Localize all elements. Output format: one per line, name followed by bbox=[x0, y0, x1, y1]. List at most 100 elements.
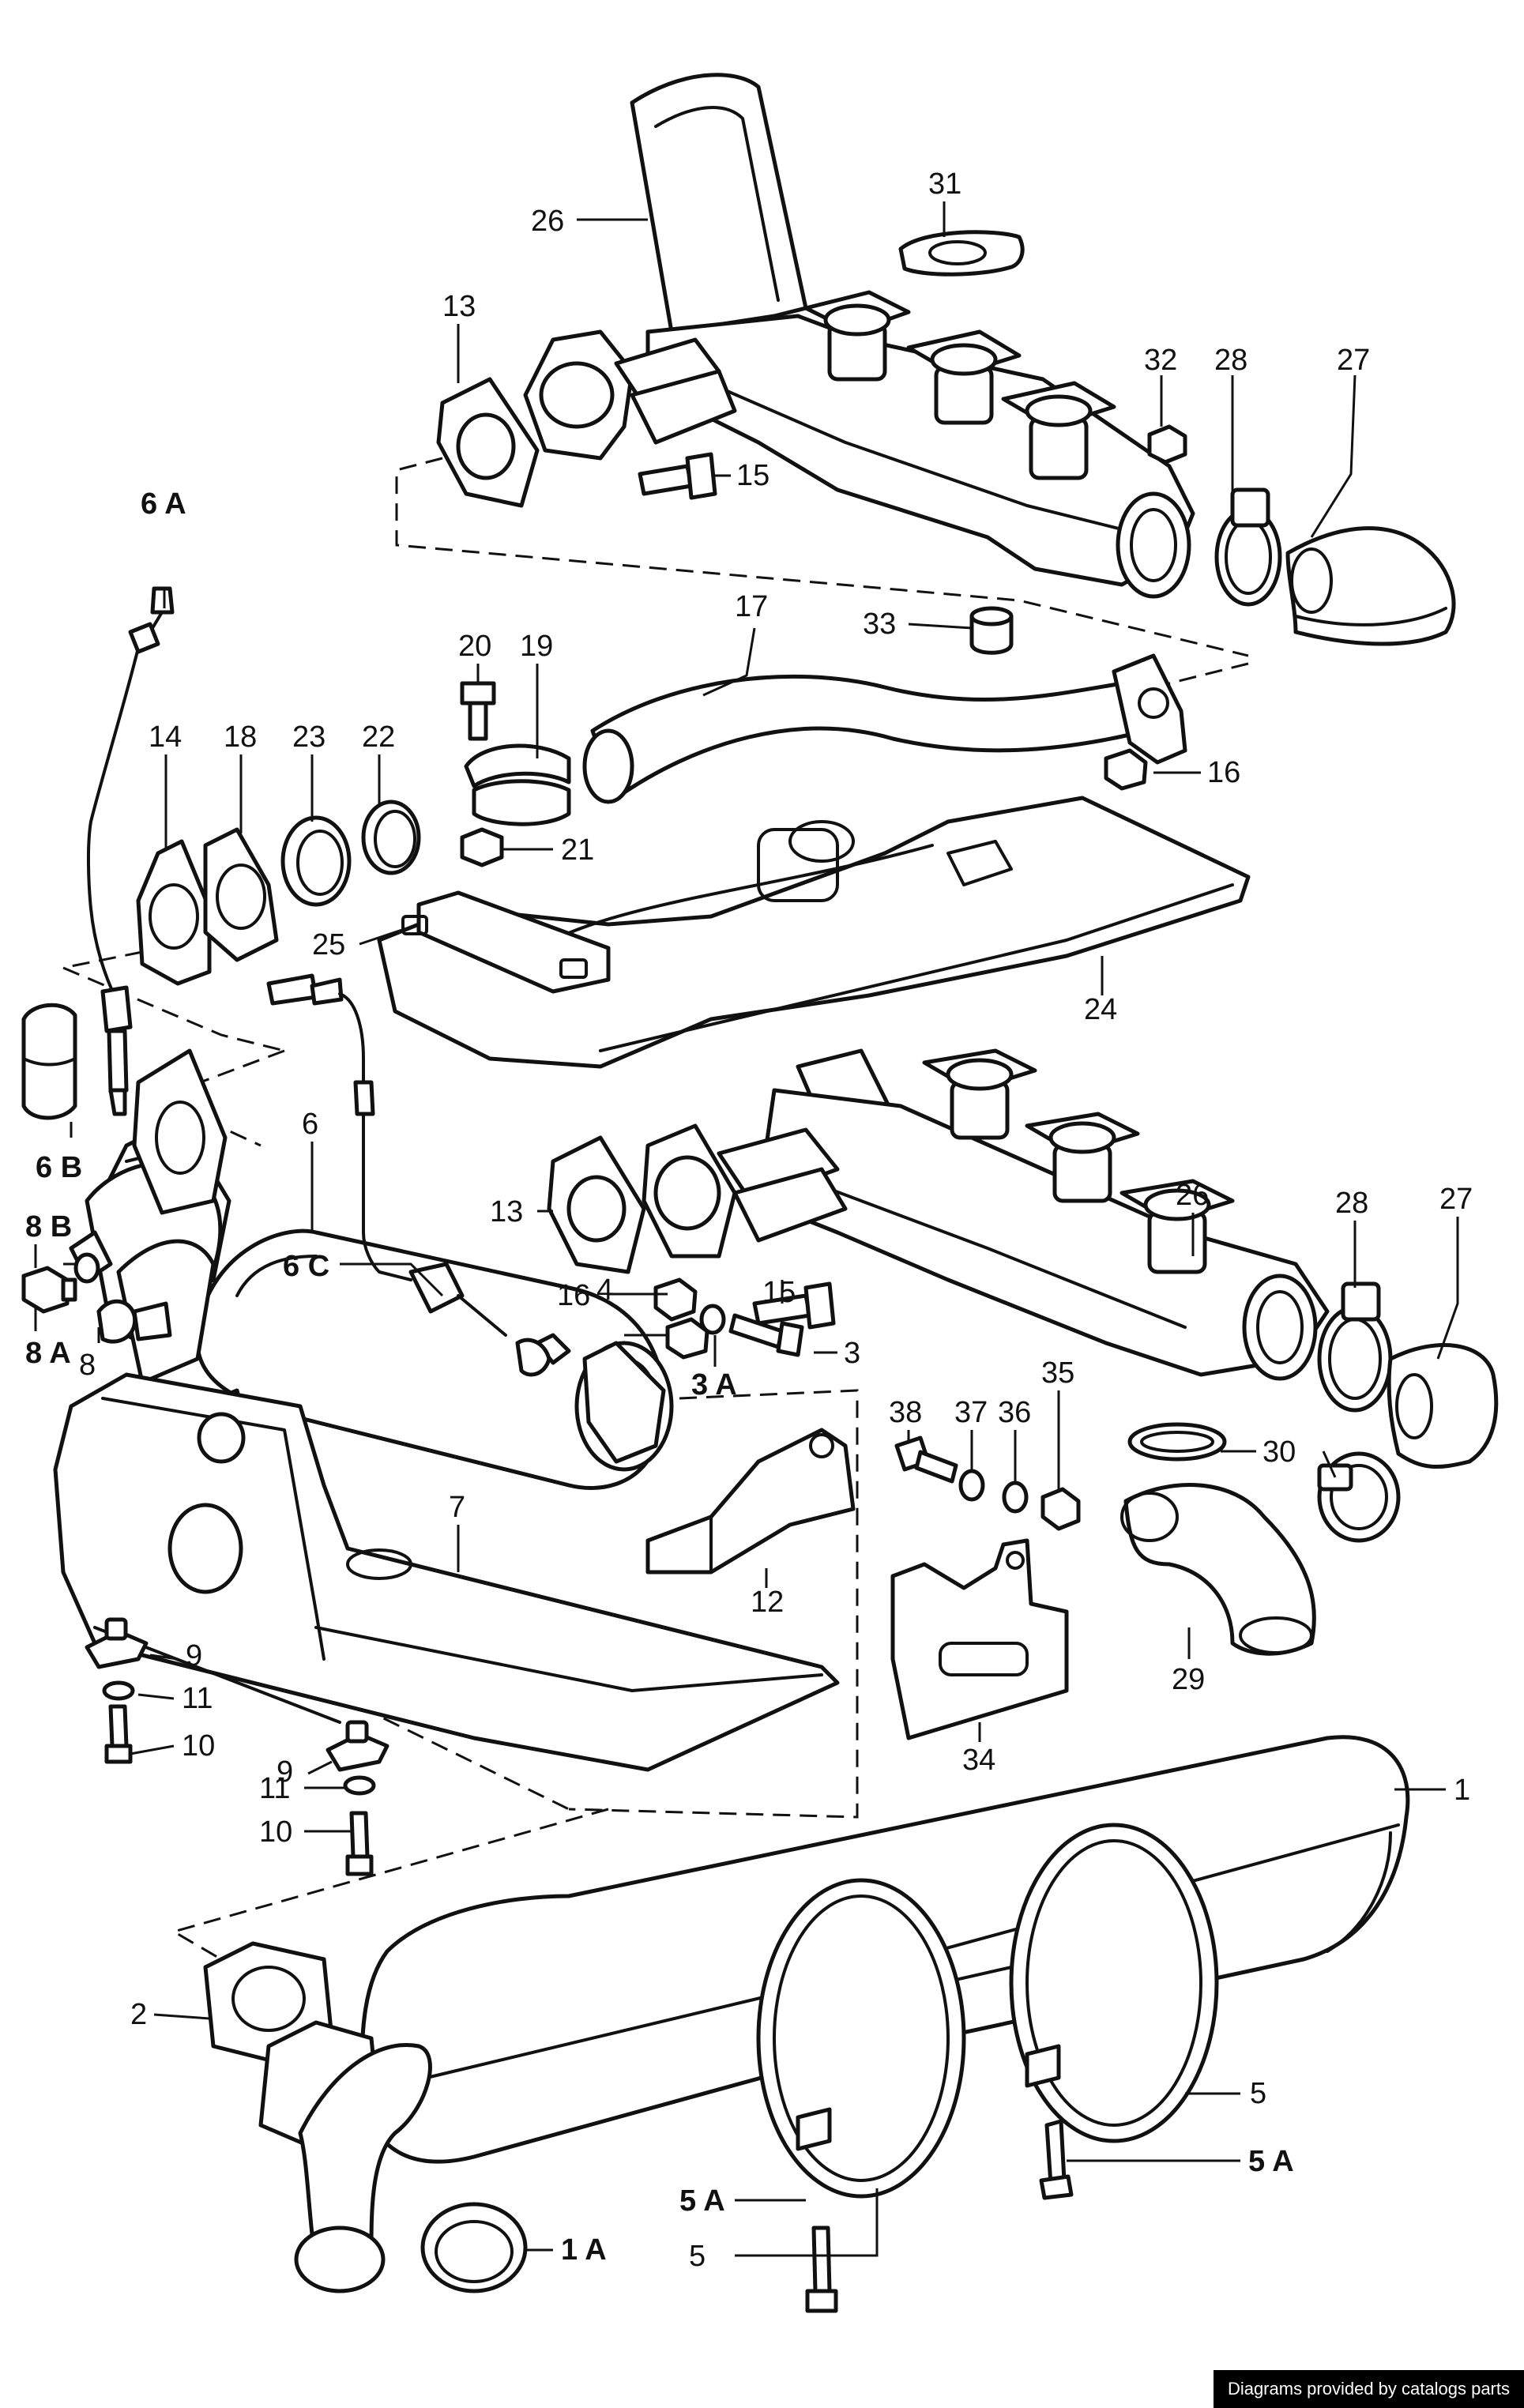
label-12: 12 bbox=[751, 1586, 784, 1619]
label-8B: 8 B bbox=[25, 1210, 72, 1244]
label-32: 32 bbox=[1144, 344, 1177, 377]
label-17: 17 bbox=[735, 590, 768, 623]
nut-32 bbox=[1147, 424, 1187, 465]
label-35: 35 bbox=[1041, 1356, 1074, 1390]
label-13-top: 13 bbox=[442, 290, 476, 323]
label-26-top: 26 bbox=[531, 205, 564, 238]
clamp-30-small bbox=[1127, 1422, 1227, 1462]
bolt-10-center bbox=[345, 1811, 374, 1876]
washer-8B bbox=[73, 1252, 100, 1284]
label-38: 38 bbox=[889, 1396, 922, 1429]
label-31: 31 bbox=[928, 167, 961, 201]
bolt-15-lower bbox=[752, 1281, 836, 1330]
label-14: 14 bbox=[149, 721, 182, 754]
label-1: 1 bbox=[1454, 1774, 1470, 1807]
label-15-lower: 15 bbox=[762, 1276, 796, 1309]
bolt-20 bbox=[460, 681, 496, 741]
label-29: 29 bbox=[1172, 1663, 1205, 1696]
label-5A-right: 5 A bbox=[1248, 2145, 1294, 2178]
label-9-left: 9 bbox=[186, 1639, 202, 1672]
label-16-lower: 16 bbox=[557, 1279, 590, 1312]
label-25: 25 bbox=[312, 928, 345, 961]
label-6C: 6 C bbox=[283, 1250, 329, 1283]
gasket-14 bbox=[136, 839, 212, 986]
sensor-boot-6B bbox=[21, 1003, 77, 1120]
gasket-13-lower bbox=[547, 1135, 646, 1274]
clip-9-center bbox=[325, 1720, 389, 1772]
bracket-12 bbox=[645, 1428, 856, 1575]
label-11-left: 11 bbox=[182, 1682, 213, 1715]
elbow-27-lower bbox=[1387, 1343, 1499, 1469]
label-15-top: 15 bbox=[736, 459, 770, 492]
label-8: 8 bbox=[79, 1349, 96, 1382]
gasket-31 bbox=[898, 230, 1025, 277]
label-13-lower: 13 bbox=[490, 1195, 523, 1228]
flange-18 bbox=[203, 827, 279, 962]
label-7: 7 bbox=[449, 1491, 465, 1524]
label-10-left: 10 bbox=[182, 1729, 215, 1763]
clip-9-left bbox=[85, 1617, 149, 1669]
washer-3A bbox=[699, 1304, 726, 1335]
label-30: 30 bbox=[1262, 1435, 1296, 1469]
part-labels: 26 31 13 32 28 27 15 6 A 17 33 20 19 16 … bbox=[25, 167, 1473, 2273]
label-28-lower: 28 bbox=[1335, 1187, 1368, 1220]
bolt-38 bbox=[894, 1435, 958, 1484]
plug-8 bbox=[96, 1299, 172, 1344]
label-33: 33 bbox=[863, 608, 896, 641]
nut-4 bbox=[653, 1277, 698, 1322]
label-3A: 3 A bbox=[691, 1368, 737, 1402]
nut-16-top bbox=[1104, 748, 1148, 791]
bolt-3 bbox=[728, 1313, 804, 1357]
bolt-15-top bbox=[638, 452, 717, 500]
label-4: 4 bbox=[596, 1274, 613, 1307]
upper-exhaust-manifold bbox=[523, 73, 1195, 599]
label-26-lower: 26 bbox=[1176, 1179, 1209, 1212]
elbow-27-top bbox=[1285, 526, 1456, 646]
label-21: 21 bbox=[561, 833, 594, 867]
strap-5-right bbox=[1009, 1823, 1219, 2143]
label-28-top: 28 bbox=[1214, 344, 1247, 377]
bracket-34 bbox=[890, 1538, 1069, 1740]
label-5-right: 5 bbox=[1250, 2077, 1266, 2110]
label-37: 37 bbox=[954, 1396, 988, 1429]
spacer-33 bbox=[969, 606, 1014, 655]
nut-35 bbox=[1040, 1487, 1081, 1531]
plug-8A bbox=[21, 1266, 77, 1314]
clamp-19 bbox=[464, 743, 571, 826]
crossover-pipe-17 bbox=[582, 653, 1187, 804]
lower-exhaust-manifold bbox=[642, 1048, 1330, 1381]
leader-lines bbox=[34, 201, 1459, 2257]
bolt-5A-left bbox=[805, 2226, 838, 2313]
ring-22 bbox=[361, 800, 421, 875]
label-1A: 1 A bbox=[561, 2233, 607, 2267]
ring-23 bbox=[280, 815, 352, 907]
clamp-30-large bbox=[1317, 1451, 1401, 1543]
label-34: 34 bbox=[962, 1744, 995, 1777]
label-3: 3 bbox=[844, 1337, 860, 1370]
label-6B: 6 B bbox=[36, 1151, 82, 1184]
converter-flange bbox=[132, 1048, 228, 1215]
label-6A: 6 A bbox=[141, 487, 186, 521]
heat-shield-24 bbox=[377, 796, 1251, 1069]
clamp-28-lower bbox=[1317, 1281, 1393, 1413]
label-6: 6 bbox=[302, 1108, 318, 1141]
oxygen-sensor-6A bbox=[86, 586, 175, 1116]
label-11-center: 11 bbox=[259, 1772, 290, 1805]
label-5-left: 5 bbox=[689, 2240, 706, 2273]
label-23: 23 bbox=[292, 721, 325, 754]
bolt-5A-right bbox=[1039, 2119, 1074, 2200]
washer-11-center bbox=[343, 1775, 376, 1796]
washer-37 bbox=[958, 1469, 985, 1502]
clamp-28-top bbox=[1214, 487, 1282, 607]
heat-shield-7 bbox=[53, 1372, 840, 1772]
bolt-10-left bbox=[104, 1704, 133, 1764]
bend-pipe-29 bbox=[1120, 1483, 1316, 1656]
label-8A: 8 A bbox=[25, 1337, 71, 1370]
gasket-13-top bbox=[436, 377, 540, 508]
label-27-top: 27 bbox=[1337, 344, 1370, 377]
muffler-inlet-flange bbox=[258, 2020, 432, 2293]
strap-5-left bbox=[756, 1878, 966, 2199]
label-19: 19 bbox=[520, 630, 553, 663]
bracket-25 bbox=[401, 890, 611, 994]
